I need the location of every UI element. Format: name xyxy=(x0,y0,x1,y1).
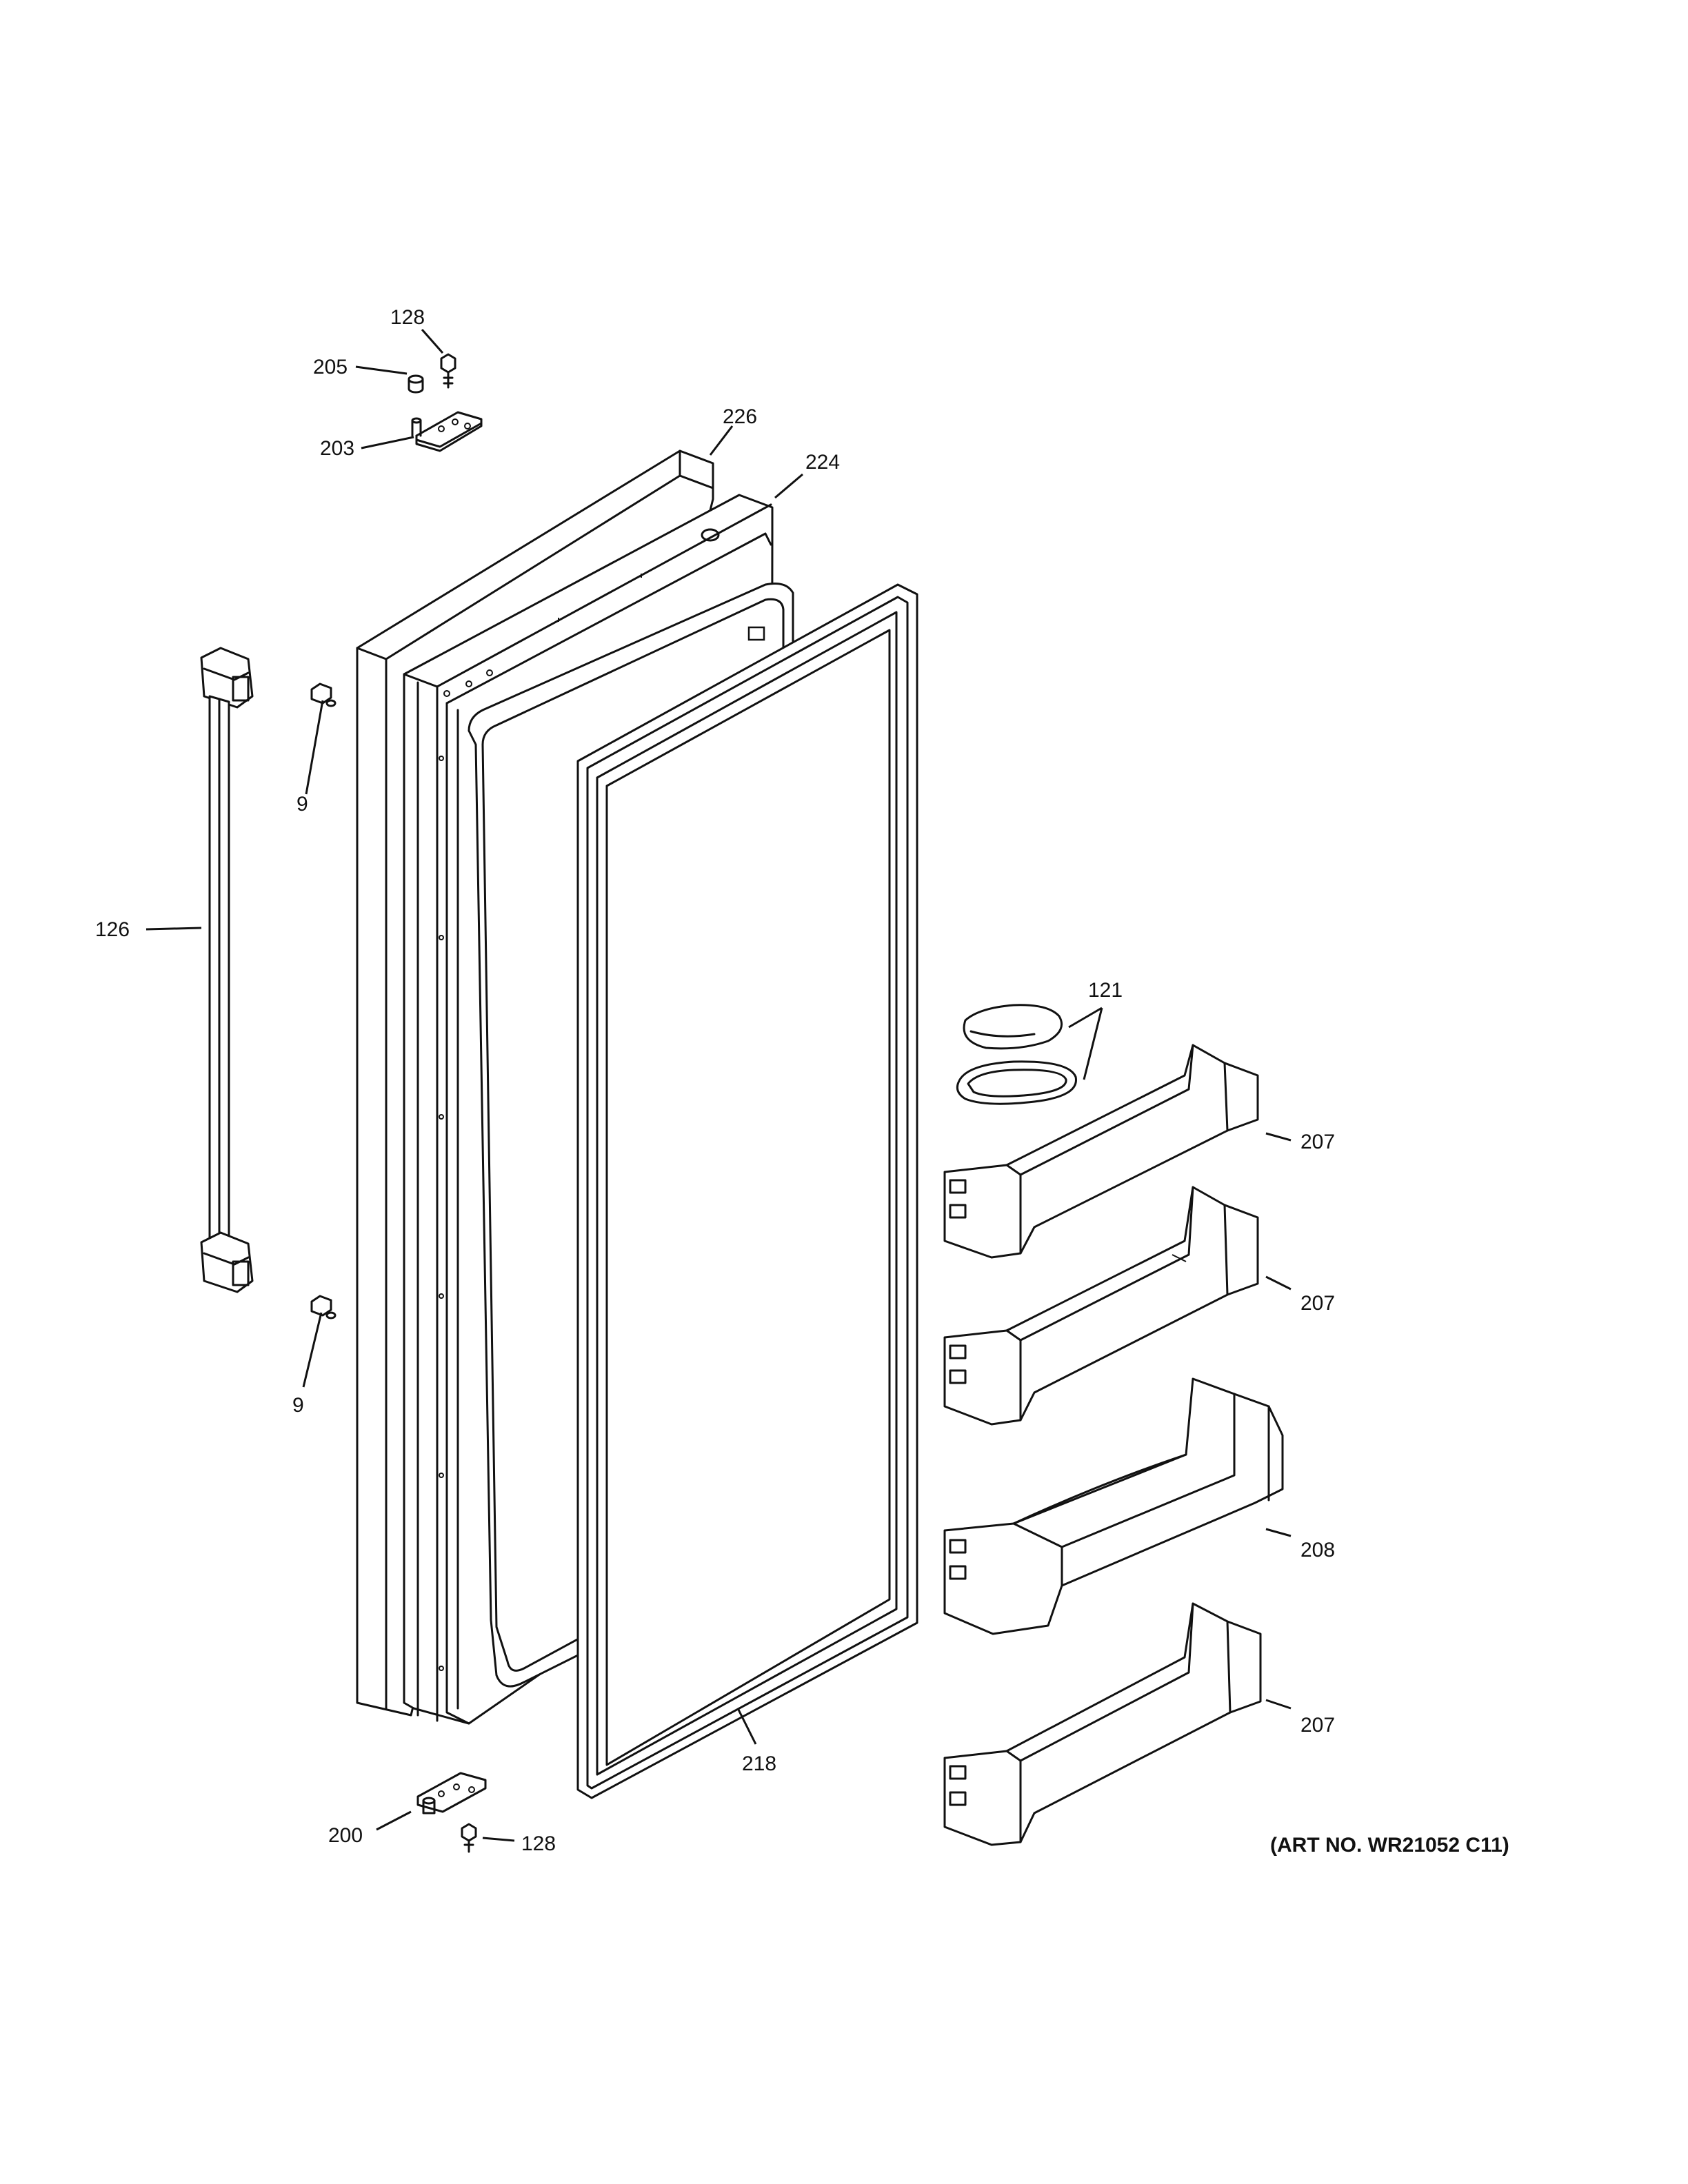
leader-lines xyxy=(145,329,1292,1842)
callout-126: 126 xyxy=(95,918,130,941)
callout-9-bottom: 9 xyxy=(292,1394,304,1417)
callout-9-top: 9 xyxy=(297,793,308,816)
door-gasket xyxy=(576,583,918,1799)
hinge-bracket-bottom xyxy=(416,1772,487,1814)
callout-128-bottom: 128 xyxy=(521,1832,556,1855)
callout-200: 200 xyxy=(328,1824,363,1847)
door-bin-1 xyxy=(943,1044,1259,1259)
callout-208: 208 xyxy=(1300,1539,1335,1561)
callout-207-a: 207 xyxy=(1300,1131,1335,1153)
door-bin-4 xyxy=(943,1602,1262,1846)
callout-121: 121 xyxy=(1088,979,1123,1002)
hinge-screw-bottom xyxy=(461,1823,477,1853)
art-number: (ART NO. WR21052 C11) xyxy=(1270,1834,1509,1857)
callout-128-top: 128 xyxy=(390,306,425,329)
handle-stud-top xyxy=(310,682,336,707)
callout-224: 224 xyxy=(805,451,840,474)
callout-labels: 128 205 203 226 224 9 126 121 207 207 20… xyxy=(95,306,1509,1857)
callout-203: 203 xyxy=(320,437,354,460)
door-bin-3 xyxy=(943,1377,1284,1635)
door-handle xyxy=(200,647,254,1293)
callout-205: 205 xyxy=(313,356,348,378)
callout-226: 226 xyxy=(723,405,757,428)
hinge-pin-top xyxy=(408,374,424,394)
callout-207-c: 207 xyxy=(1300,1714,1335,1737)
callout-218: 218 xyxy=(742,1752,776,1775)
hinge-screw-top xyxy=(440,353,456,389)
hinge-bracket-top xyxy=(411,411,483,452)
gasket-caps xyxy=(956,1004,1077,1105)
callout-207-b: 207 xyxy=(1300,1292,1335,1315)
handle-stud-bottom xyxy=(310,1295,336,1320)
door-bin-2 xyxy=(943,1186,1259,1426)
